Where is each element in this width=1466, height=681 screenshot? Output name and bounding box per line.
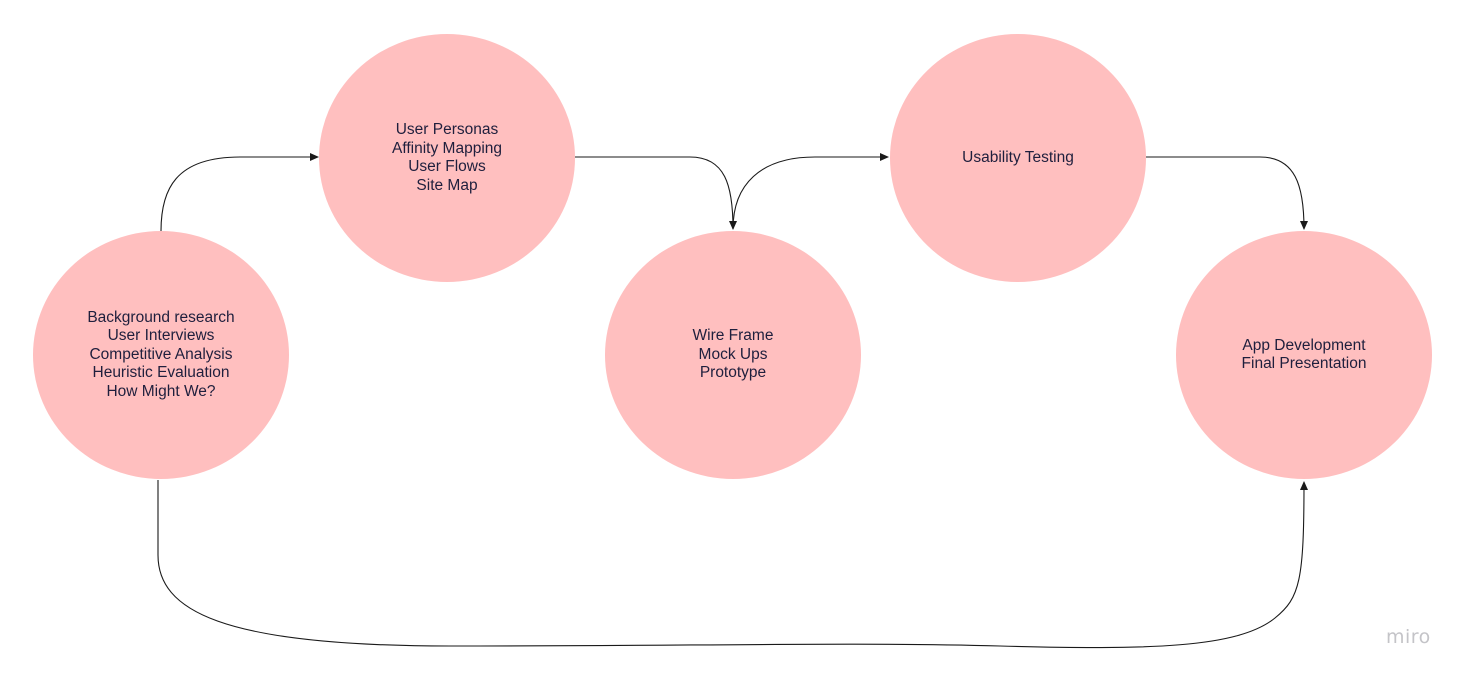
node-label-line: Wire Frame — [692, 327, 774, 345]
node-deliver[interactable]: App Development Final Presentation — [1176, 231, 1432, 479]
node-label-line: Prototype — [699, 364, 767, 382]
connector-prototype-to-testing[interactable] — [732, 153, 889, 230]
connector-define-to-prototype[interactable] — [575, 156, 737, 230]
node-label-line: Background research — [87, 308, 235, 326]
node-label-line: Site Map — [416, 176, 478, 194]
node-label-line: Affinity Mapping — [392, 139, 502, 157]
node-label-line: App Development — [1242, 336, 1366, 354]
node-label-line: User Personas — [395, 121, 499, 138]
node-prototype[interactable]: Wire Frame Mock Ups Prototype — [605, 231, 861, 479]
connector-research-to-deliver[interactable] — [157, 480, 1308, 649]
node-label-line: Mock Ups — [698, 345, 768, 363]
node-label-line: User Flows — [408, 158, 486, 175]
node-research[interactable]: Background research User Interviews Comp… — [33, 231, 289, 479]
node-label-line: User Interviews — [107, 327, 215, 345]
miro-watermark: miro — [1386, 626, 1431, 648]
node-label-line: How Might We? — [106, 382, 216, 400]
connector-research-to-define[interactable] — [160, 153, 319, 232]
node-testing[interactable]: Usability Testing — [890, 34, 1146, 282]
node-label-line: Heuristic Evaluation — [92, 364, 230, 382]
node-label-line: Usability Testing — [962, 148, 1074, 166]
node-define[interactable]: User Personas Affinity Mapping User Flow… — [319, 34, 575, 282]
connector-testing-to-deliver[interactable] — [1146, 156, 1308, 230]
node-label-line: Final Presentation — [1241, 355, 1367, 372]
node-label-line: Competitive Analysis — [89, 345, 233, 363]
